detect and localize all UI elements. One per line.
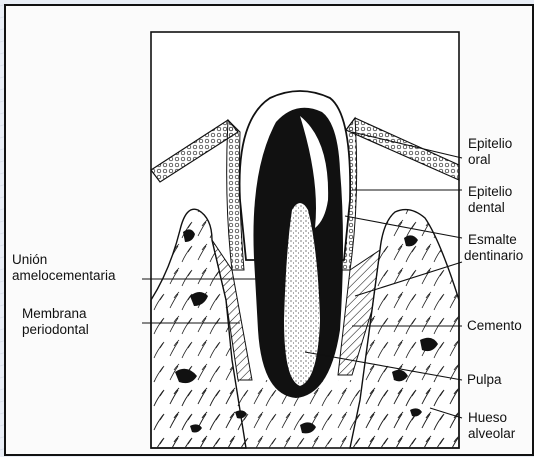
- label-pulpa: Pulpa: [467, 372, 502, 388]
- label-epitelio-dental: Epitelio dental: [468, 184, 512, 216]
- label-hueso-alveolar: Hueso alveolar: [468, 410, 515, 442]
- label-cemento: Cemento: [467, 318, 522, 334]
- label-epitelio-oral: Epitelio oral: [468, 136, 512, 168]
- label-union-amelocementaria: Unión amelocementaria: [12, 252, 116, 284]
- label-membrana-periodontal: Membrana periodontal: [22, 306, 89, 338]
- label-esmalte-dentinario: Esmalte dentinario: [464, 232, 523, 264]
